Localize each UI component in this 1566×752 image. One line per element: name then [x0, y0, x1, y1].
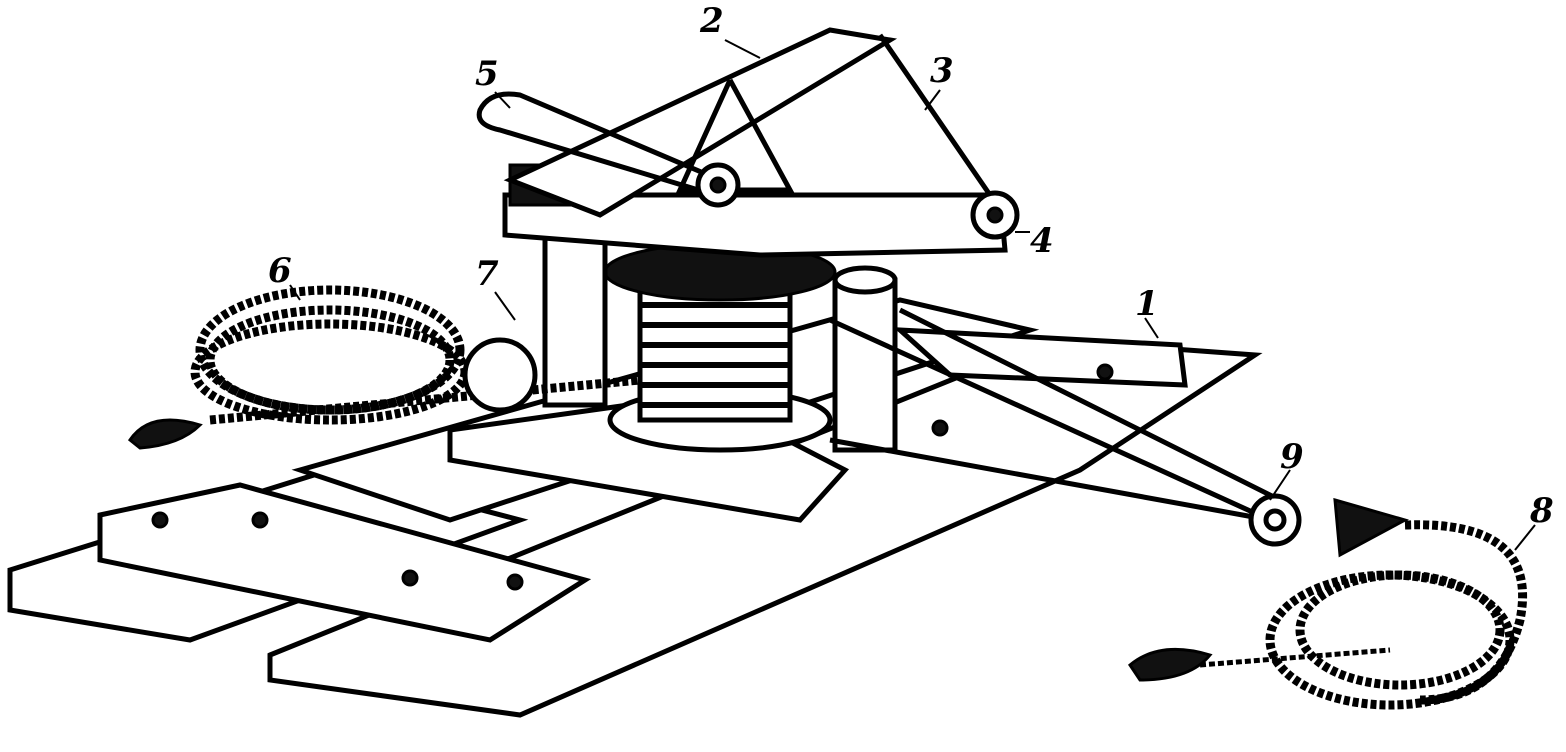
- lever-handle: [476, 91, 741, 208]
- label-5: 5: [475, 54, 499, 94]
- rope-coil-left: [127, 285, 641, 450]
- label-8: 8: [1529, 491, 1554, 531]
- sledge-base: [7, 297, 1263, 718]
- label-1: 1: [1135, 284, 1159, 324]
- label-4: 4: [1030, 221, 1054, 261]
- winch-frame: [502, 27, 1020, 408]
- winch-drum: [603, 242, 837, 453]
- label-6: 6: [268, 251, 292, 291]
- rope-coil-right: [1128, 520, 1528, 710]
- label-3: 3: [930, 51, 954, 91]
- label-2: 2: [699, 1, 724, 41]
- guide-post: [828, 265, 1409, 558]
- label-7: 7: [475, 254, 499, 294]
- label-9: 9: [1280, 437, 1304, 477]
